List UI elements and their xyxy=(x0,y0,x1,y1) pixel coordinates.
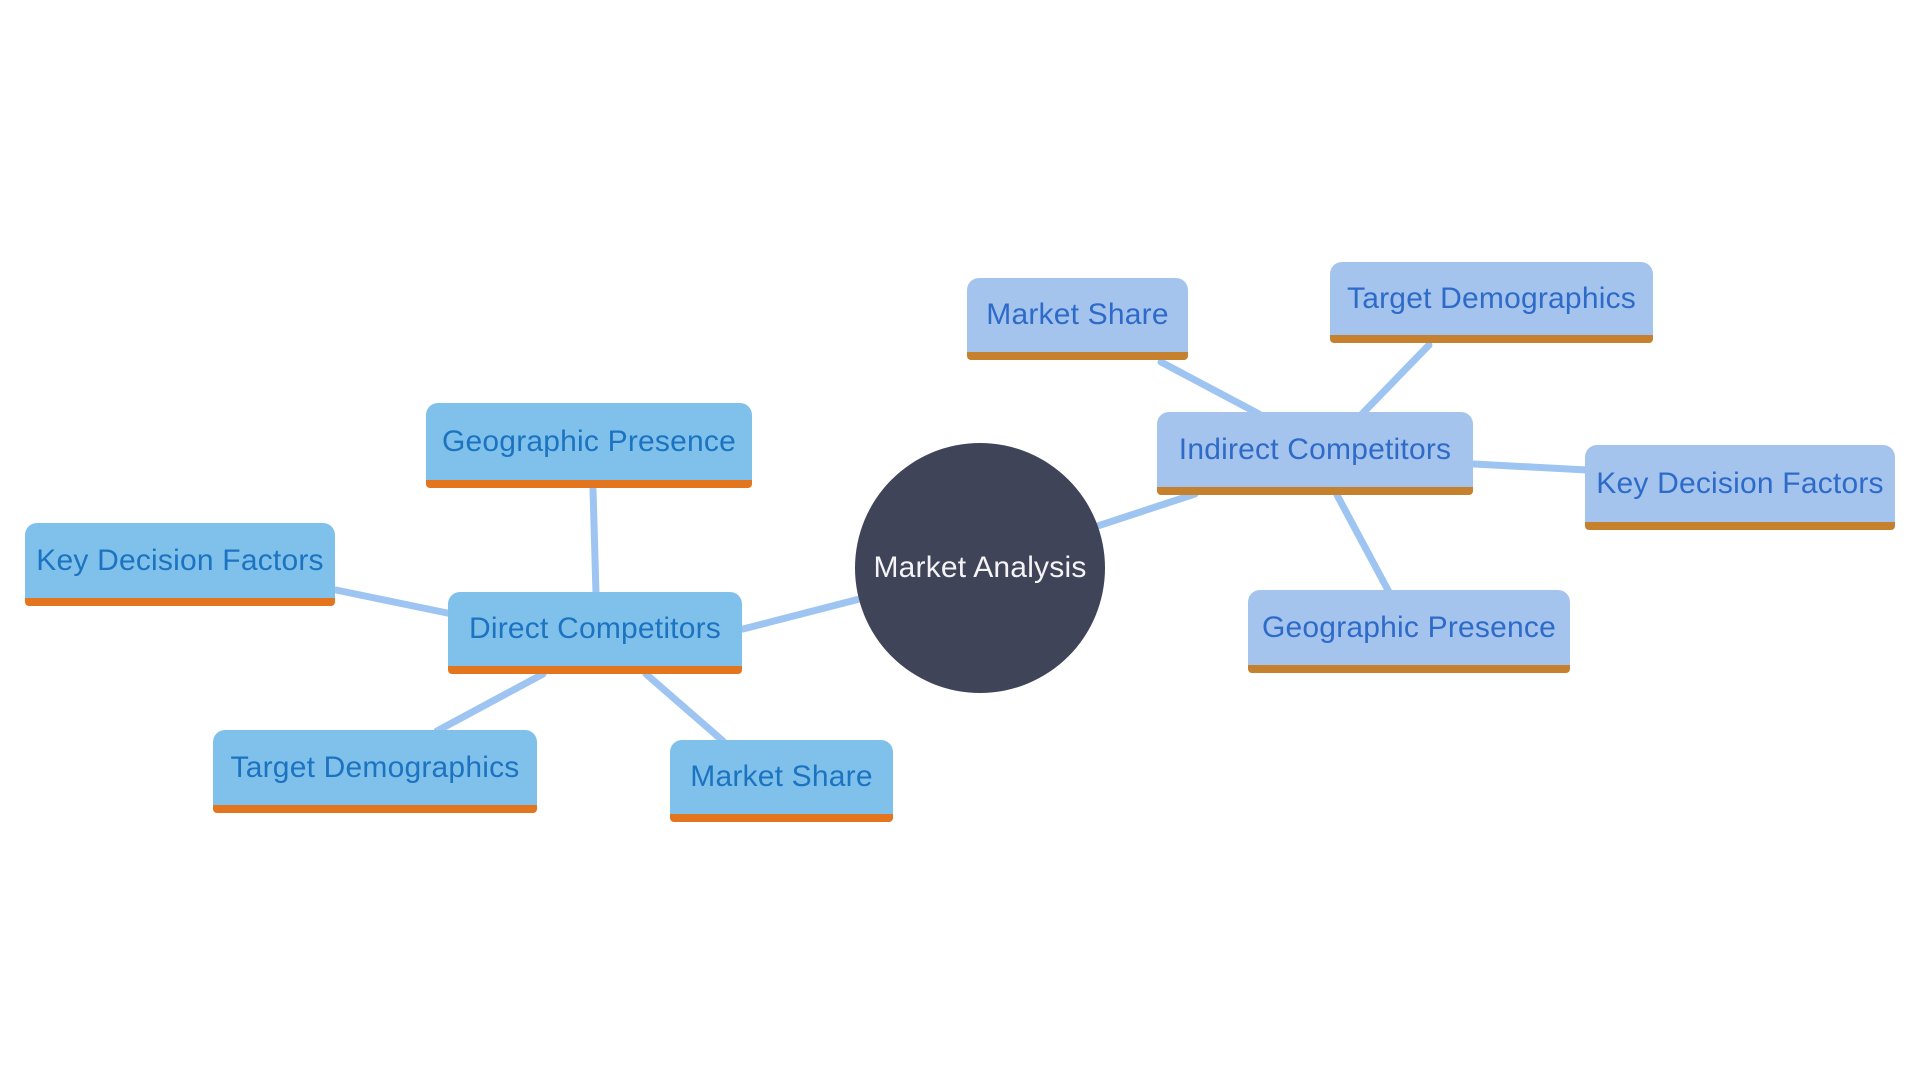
node-indirect-competitors[interactable]: Indirect Competitors xyxy=(1157,412,1473,495)
node-geographic-presence-left[interactable]: Geographic Presence xyxy=(426,403,752,488)
node-direct-competitors[interactable]: Direct Competitors xyxy=(448,592,742,674)
node-label: Target Demographics xyxy=(230,750,520,784)
node-label: Indirect Competitors xyxy=(1178,432,1452,466)
edge-key-decision-factors-left--direct-competitors xyxy=(332,586,456,618)
edge-market-share-right--indirect-competitors xyxy=(1157,358,1263,418)
node-label: Direct Competitors xyxy=(469,612,721,645)
edge-target-demographics-left--direct-competitors xyxy=(433,670,547,735)
edge-target-demographics-right--indirect-competitors xyxy=(1358,341,1433,418)
node-label: Market Share xyxy=(986,298,1169,331)
node-geographic-presence-right[interactable]: Geographic Presence xyxy=(1248,590,1570,673)
node-label: Market Share xyxy=(690,760,873,793)
node-market-analysis[interactable]: Market Analysis xyxy=(855,443,1105,693)
node-label: Geographic Presence xyxy=(1262,610,1556,644)
node-label: Geographic Presence xyxy=(442,424,736,458)
node-key-decision-factors-right[interactable]: Key Decision Factors xyxy=(1585,445,1895,530)
node-label: Key Decision Factors xyxy=(1596,466,1884,500)
node-market-share-right[interactable]: Market Share xyxy=(967,278,1188,360)
edge-indirect-competitors--key-decision-factors-right xyxy=(1470,460,1591,474)
node-label: Target Demographics xyxy=(1347,281,1636,315)
edge-indirect-competitors--geographic-presence-right xyxy=(1333,491,1393,596)
node-target-demographics-right[interactable]: Target Demographics xyxy=(1330,262,1653,343)
node-label: Key Decision Factors xyxy=(36,543,324,577)
node-market-share-left[interactable]: Market Share xyxy=(670,740,893,822)
edge-geographic-presence-left--direct-competitors xyxy=(589,485,600,598)
node-target-demographics-left[interactable]: Target Demographics xyxy=(213,730,537,813)
node-label: Market Analysis xyxy=(873,551,1087,584)
node-key-decision-factors-left[interactable]: Key Decision Factors xyxy=(25,523,335,606)
edge-market-share-left--direct-competitors xyxy=(642,670,727,745)
